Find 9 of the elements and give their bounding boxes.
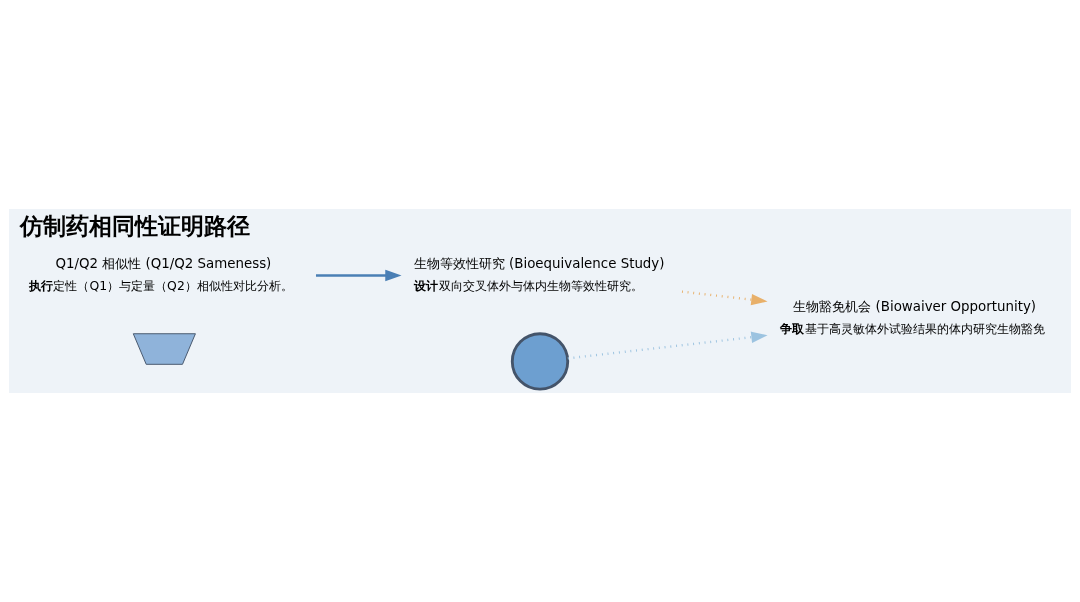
arrow [316, 269, 402, 282]
node-text: Q1/Q2 相似性 (Q1/Q2 Sameness) 执行定性（Q1）与定量（Q2）相似性对比分析。 [28, 255, 293, 294]
diagram-title: 仿制药相同性证明路径 [20, 213, 251, 240]
node-text: 生物等效性研究 (Bioequivalence Study) 设计双向交叉体外与体内生物等效性研究。 [413, 255, 665, 294]
node-scale [132, 333, 196, 365]
arrow [567, 331, 768, 360]
arrow [681, 290, 768, 306]
node-text: 生物豁免机会 (Biowaiver Opportunity) 争取基于高灵敏体外试验结果的体内研究生物豁免 [779, 298, 1045, 337]
node-person [510, 332, 570, 391]
